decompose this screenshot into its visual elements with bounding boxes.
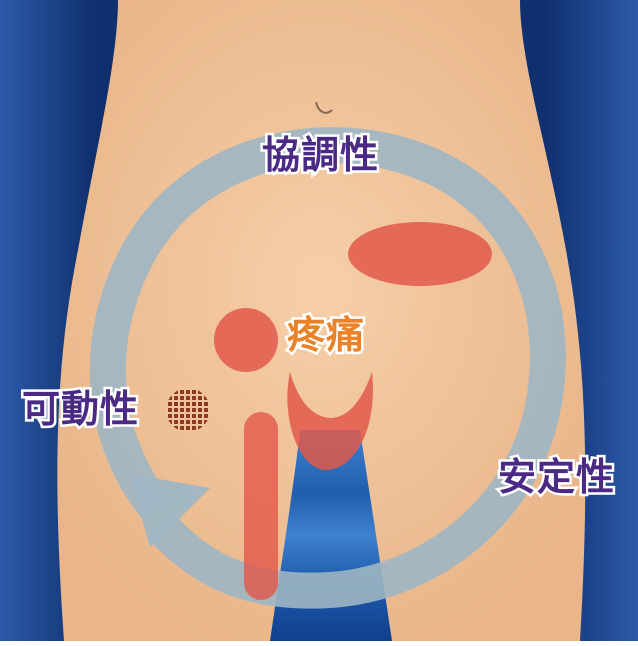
label-coordination: 協調性 <box>262 136 379 174</box>
label-stability: 安定性 <box>498 458 615 496</box>
label-pain: 疼痛 <box>287 316 365 354</box>
pain-area-lower-back <box>348 222 492 286</box>
pain-area-hip <box>214 308 278 372</box>
label-mobility: 可動性 <box>22 390 139 428</box>
pain-area-thigh <box>244 412 278 600</box>
dotted-circle-icon <box>166 388 210 432</box>
